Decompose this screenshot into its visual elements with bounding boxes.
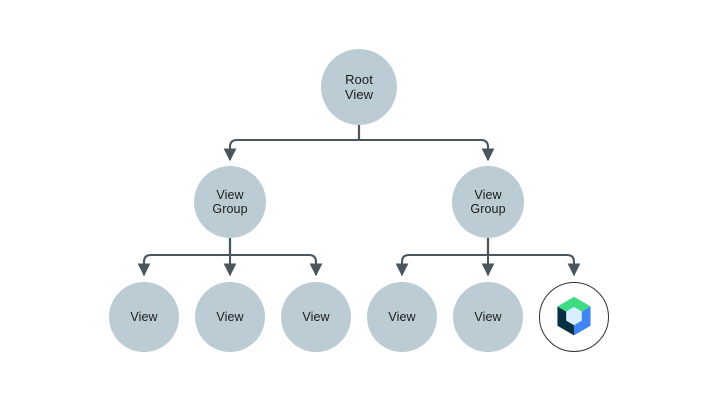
view-group-label-left: View Group [212, 187, 248, 217]
view-node-1[interactable]: View [109, 282, 179, 352]
view-node-label-5: View [474, 309, 502, 324]
view-node-label-1: View [130, 309, 158, 324]
root-view-label: Root View [344, 72, 374, 102]
view-node-label-2: View [216, 309, 244, 324]
edge-viewgroup-left-to-view-3 [228, 238, 323, 277]
root-view-node[interactable]: Root View [321, 49, 397, 125]
view-node-label-3: View [302, 309, 330, 324]
edge-root-to-viewgroup-right [357, 125, 495, 162]
jetpack-compose-logo-icon [557, 296, 591, 336]
view-node-5[interactable]: View [453, 282, 523, 352]
view-group-label-right: View Group [470, 187, 506, 217]
compose-node[interactable] [539, 282, 609, 352]
view-group-node-left[interactable]: View Group [194, 166, 266, 238]
edge-viewgroup-left-to-view-1 [137, 238, 232, 277]
edge-viewgroup-right-to-view-4 [395, 238, 490, 277]
edge-viewgroup-right-to-compose [486, 238, 581, 277]
view-node-2[interactable]: View [195, 282, 265, 352]
view-node-4[interactable]: View [367, 282, 437, 352]
view-group-node-right[interactable]: View Group [452, 166, 524, 238]
view-node-label-4: View [388, 309, 416, 324]
edge-root-to-viewgroup-left [223, 125, 361, 162]
view-node-3[interactable]: View [281, 282, 351, 352]
